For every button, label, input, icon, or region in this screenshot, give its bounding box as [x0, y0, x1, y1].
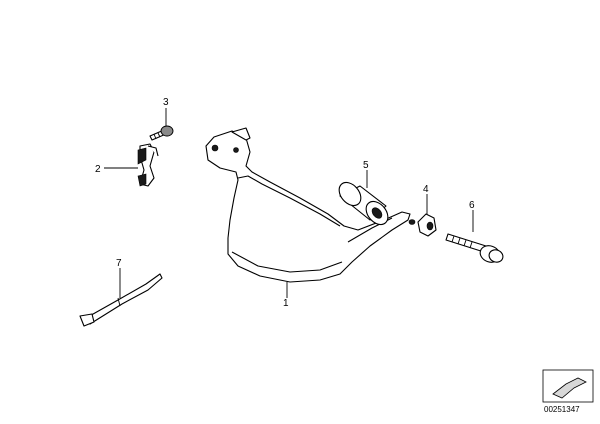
callout-4: 4	[423, 184, 429, 195]
callout-6: 6	[469, 200, 475, 211]
hand-guard-part	[205, 127, 416, 283]
nut-part	[417, 213, 437, 237]
screw-part-6	[445, 233, 504, 263]
callout-3: 3	[163, 97, 169, 108]
callout-7: 7	[116, 258, 122, 269]
callout-5: 5	[363, 160, 369, 171]
screw-part-3	[149, 125, 174, 141]
callout-2: 2	[95, 164, 101, 175]
document-number: 00251347	[544, 405, 580, 414]
cable-tie-part	[79, 273, 163, 327]
pointer-icon	[552, 377, 587, 399]
clamp-part	[137, 143, 159, 187]
bumper-part	[338, 181, 389, 226]
document-number-box: 00251347	[542, 369, 594, 414]
callout-1: 1	[283, 298, 289, 309]
